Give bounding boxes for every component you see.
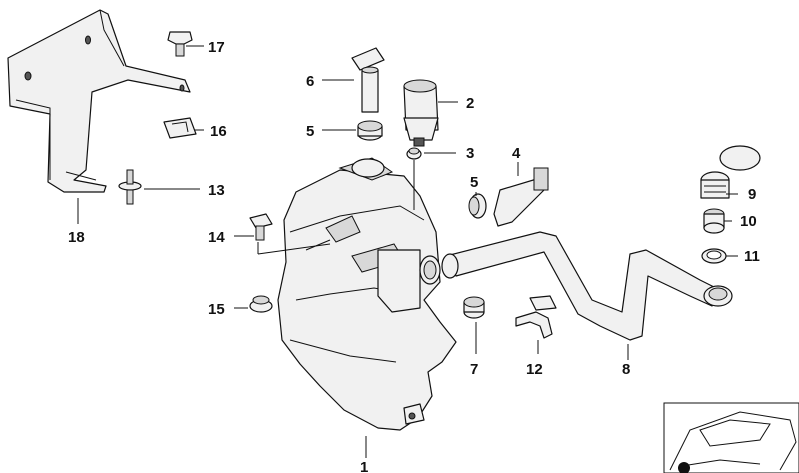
grommet-part-5-upper — [357, 120, 383, 141]
callout-15: 15 — [208, 301, 225, 318]
callout-10: 10 — [740, 213, 757, 230]
callout-16: 16 — [210, 123, 227, 140]
grommet-part-7 — [463, 296, 485, 319]
callout-1: 1 — [360, 459, 368, 473]
grommet-part-3 — [406, 147, 422, 160]
filter-part-10 — [703, 208, 725, 234]
stud-bolt-part-13 — [118, 169, 142, 205]
filler-hose-part-8 — [441, 231, 733, 341]
callout-2: 2 — [466, 95, 474, 112]
clip-nut-part-16 — [163, 117, 197, 139]
callout-4: 4 — [512, 145, 521, 162]
connector-part-4 — [493, 167, 549, 227]
callout-5-right: 5 — [470, 174, 478, 191]
callout-13: 13 — [208, 182, 225, 199]
callout-18: 18 — [68, 229, 85, 246]
vehicle-thumbnail — [663, 402, 799, 473]
grommet-part-15 — [249, 295, 273, 313]
screw-part-17 — [167, 31, 193, 57]
callout-14: 14 — [208, 229, 225, 246]
callout-3: 3 — [466, 145, 474, 162]
leader-lines — [77, 45, 738, 458]
grommet-part-5-right — [468, 193, 487, 219]
callout-6: 6 — [306, 73, 314, 90]
callout-7: 7 — [470, 361, 478, 378]
callout-9: 9 — [748, 186, 756, 203]
bracket-part-18 — [7, 9, 191, 193]
callout-8: 8 — [622, 361, 630, 378]
callout-labels: 1 2 3 4 5 5 6 7 8 9 10 11 12 13 14 15 16… — [68, 39, 760, 473]
sensor-part-6 — [351, 47, 385, 113]
bolt-part-14 — [249, 213, 273, 241]
callout-17: 17 — [208, 39, 225, 56]
pump-part-2 — [403, 79, 439, 147]
callout-11: 11 — [744, 248, 760, 265]
clamp-part-12 — [515, 295, 557, 339]
callout-12: 12 — [526, 361, 543, 378]
seal-ring-part-11 — [701, 248, 727, 264]
tank-part-1 — [277, 157, 457, 431]
callout-5-upper: 5 — [306, 123, 314, 140]
filler-cap-part-9 — [700, 145, 761, 199]
